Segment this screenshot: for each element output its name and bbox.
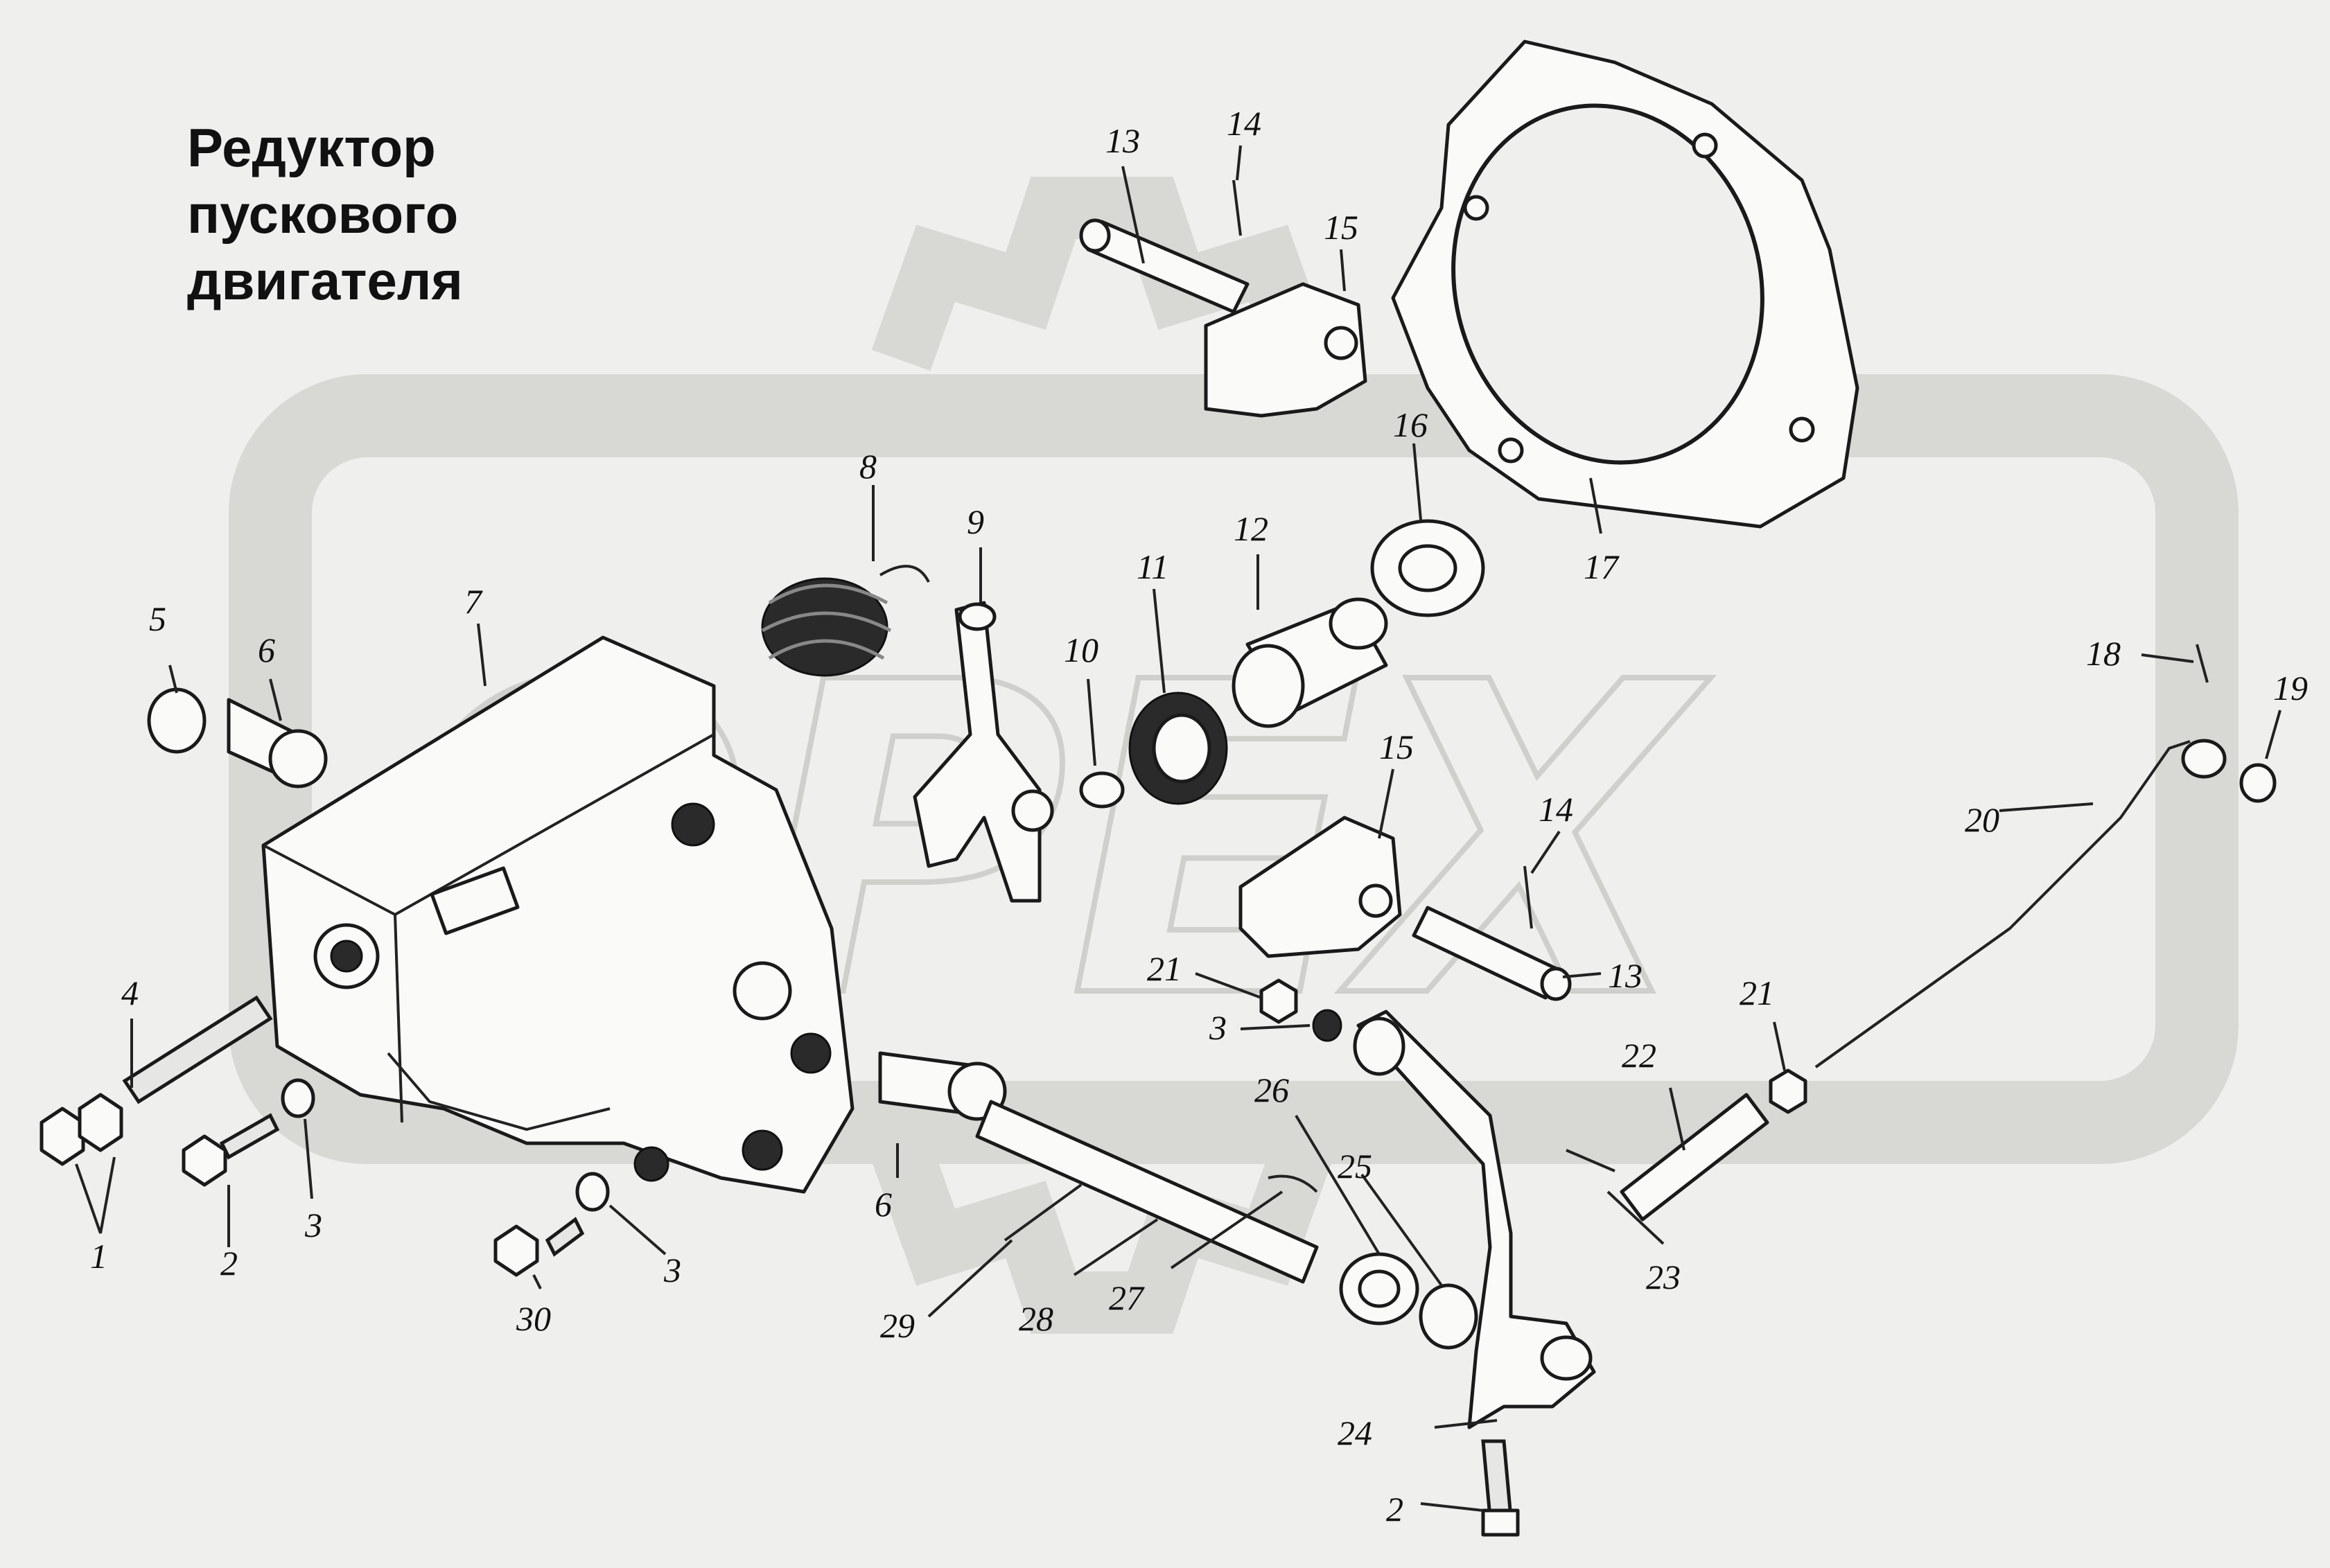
part-30-bolt [493, 1217, 585, 1277]
callout-3-mid: 3 [663, 1251, 681, 1289]
callout-25: 25 [1338, 1147, 1372, 1186]
part-4-stud [122, 995, 273, 1104]
part-1-nuts [40, 1093, 123, 1166]
callout-19: 19 [2273, 669, 2308, 707]
callout-27: 27 [1109, 1278, 1145, 1317]
part-25-ring [1419, 1283, 1478, 1350]
callout-4: 4 [121, 974, 139, 1012]
part-13-pin-top [1079, 218, 1250, 314]
callout-30: 30 [516, 1299, 551, 1338]
part-27-key [1268, 1174, 1318, 1193]
callout-26: 26 [1254, 1071, 1289, 1109]
part-24-lever [1353, 1010, 1596, 1429]
callout-14-top: 14 [1227, 104, 1261, 143]
callout-6-lower: 6 [875, 1185, 892, 1224]
part-29-pin [1004, 1183, 1083, 1242]
callout-labels: 5 6 7 4 1 2 3 30 3 8 9 10 11 12 16 17 13… [90, 104, 2308, 1529]
callout-24: 24 [1338, 1413, 1372, 1452]
part-26-bushing [1339, 1252, 1419, 1325]
callout-9: 9 [967, 502, 984, 541]
part-16-seal-ring [1370, 519, 1485, 617]
part-3-washer-c [1312, 1009, 1342, 1042]
part-17-gasket [1391, 39, 1859, 529]
callout-8: 8 [859, 447, 877, 486]
part-6-sleeve-top [227, 698, 328, 789]
part-14-cotter-top [1232, 179, 1242, 236]
callout-23: 23 [1646, 1258, 1681, 1296]
part-14-cotter-lower [1523, 865, 1533, 929]
callout-1: 1 [90, 1237, 107, 1276]
part-21-nut-a [1259, 978, 1298, 1024]
callout-12: 12 [1234, 509, 1268, 548]
callout-29: 29 [880, 1306, 915, 1345]
callout-3-right: 3 [1209, 1008, 1227, 1047]
diagram-title: Редуктор пускового двигателя [187, 114, 463, 314]
callout-15-lower: 15 [1379, 728, 1414, 766]
part-5-ring [147, 687, 207, 754]
callout-22: 22 [1622, 1036, 1656, 1075]
part-2-bolt-left [182, 1113, 280, 1187]
callout-16: 16 [1393, 405, 1428, 444]
leader-lines [75, 145, 2281, 1512]
part-12-sleeve [1232, 597, 1388, 728]
part-20-rod [1814, 739, 2227, 1068]
callout-17: 17 [1584, 547, 1620, 586]
callout-14-lower: 14 [1539, 790, 1573, 829]
callout-11: 11 [1137, 547, 1168, 586]
title-line-1: Редуктор [187, 117, 436, 178]
callout-5: 5 [149, 599, 166, 638]
callout-13-top: 13 [1105, 121, 1140, 160]
callout-21-left: 21 [1147, 949, 1182, 988]
part-19-washer [2239, 763, 2277, 803]
callout-3-left: 3 [304, 1206, 322, 1244]
part-22-pin [1620, 1093, 1769, 1222]
part-9-fork-lever [913, 601, 1054, 903]
part-21-nut-b [1769, 1068, 1807, 1114]
part-2-bolt-lower [1481, 1439, 1520, 1537]
part-28-shaft [975, 1100, 1319, 1284]
callout-18: 18 [2086, 634, 2121, 673]
callout-2-lower: 2 [1386, 1490, 1403, 1529]
callout-15-top: 15 [1324, 208, 1358, 247]
part-15-fork-lower [1238, 816, 1402, 958]
part-7-housing [261, 635, 855, 1194]
title-line-3: двигателя [187, 250, 463, 311]
part-3-washer-a [281, 1078, 315, 1118]
part-3-washer-b [575, 1172, 610, 1212]
callout-7: 7 [464, 582, 483, 621]
part-23-bolt [1566, 1149, 1615, 1172]
callout-28: 28 [1019, 1299, 1053, 1338]
part-15-fork-top [1204, 282, 1367, 418]
part-8-spring [761, 565, 930, 677]
part-13-pin-lower [1412, 906, 1572, 1001]
callout-2-left: 2 [220, 1244, 238, 1283]
callout-13-lower: 13 [1608, 956, 1643, 995]
part-18-cotter [2196, 644, 2209, 683]
part-10-snap-ring [1079, 771, 1125, 809]
title-line-2: пускового [187, 184, 459, 245]
part-11-bearing [1128, 691, 1228, 805]
callout-10: 10 [1064, 631, 1098, 669]
callout-21-right: 21 [1740, 974, 1774, 1012]
callout-20: 20 [1965, 800, 1999, 839]
callout-6-top: 6 [258, 631, 275, 669]
